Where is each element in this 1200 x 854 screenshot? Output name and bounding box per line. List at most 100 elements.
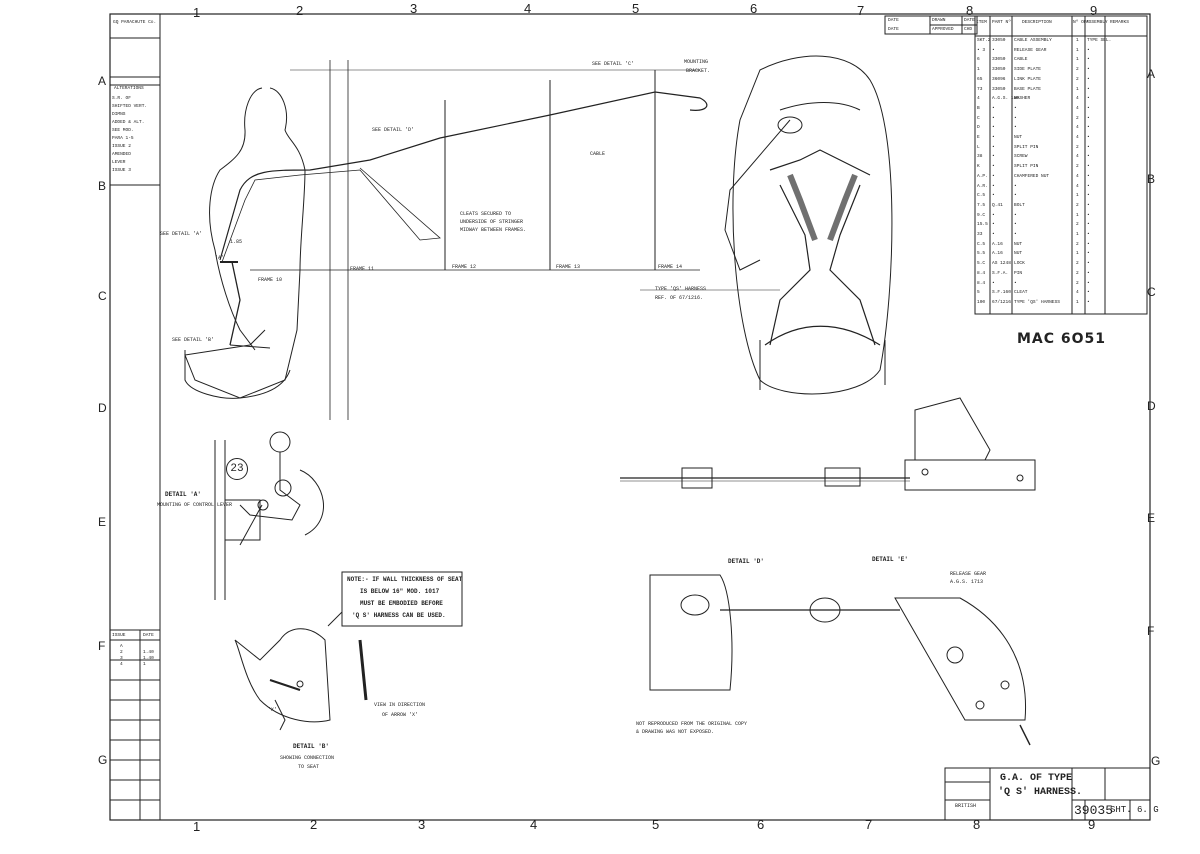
parts-row-partno: • xyxy=(992,193,995,199)
parts-row-qty: 2 xyxy=(1076,280,1079,286)
parts-row-desc: WASHER xyxy=(1014,96,1031,102)
parts-row-assy: • xyxy=(1087,76,1090,82)
grid-row-d-right: D xyxy=(1147,399,1156,413)
parts-row-desc: TYPE 'QS' HARNESS xyxy=(1014,299,1060,305)
parts-row-partno: Q.41 xyxy=(992,202,1003,208)
parts-row-qty: 1 xyxy=(1076,86,1079,92)
parts-header-description: DESCRIPTION xyxy=(1022,20,1052,25)
grid-col-8: 8 xyxy=(966,3,974,18)
frame-12-label: FRAME 12 xyxy=(452,264,477,270)
parts-row-assy: • xyxy=(1087,173,1090,179)
parts-row-desc: CHAMFERED NUT xyxy=(1014,173,1050,179)
parts-row-qty: 1 xyxy=(1076,193,1079,199)
parts-row-assy: • xyxy=(1087,105,1090,111)
parts-row-partno: • xyxy=(992,183,995,189)
parts-row-partno: • xyxy=(992,47,995,53)
parts-row-assy: • xyxy=(1087,232,1090,237)
alteration-line: ADDED & ALT. xyxy=(112,120,145,125)
parts-row-item: 4 xyxy=(977,96,980,102)
detail-d-title: DETAIL 'D' xyxy=(728,558,765,565)
parts-row-qty: 1 xyxy=(1076,251,1079,257)
parts-row-partno: 33050 xyxy=(992,38,1006,43)
cable-label: CABLE xyxy=(590,151,606,157)
parts-row-desc: • xyxy=(1014,115,1017,121)
parts-header-remarks: REMARKS xyxy=(1110,20,1129,25)
parts-row-desc: NUT xyxy=(1014,241,1023,247)
parts-row-assy: • xyxy=(1087,47,1090,53)
cleats-note-1: CLEATS SECURED TO xyxy=(460,211,512,217)
grid-col-7: 7 xyxy=(857,3,865,18)
grid-row-d: D xyxy=(98,401,107,415)
parts-row-qty: 2 xyxy=(1076,222,1079,228)
parts-row-assy: • xyxy=(1087,212,1090,218)
parts-row-partno: • xyxy=(992,222,995,228)
mounting-label-1: MOUNTING xyxy=(684,59,709,65)
detail-b-subtitle-1: SHOWING CONNECTION xyxy=(280,755,335,761)
parts-row-item: 5.C xyxy=(977,261,986,267)
parts-row-assy: • xyxy=(1087,280,1090,286)
parts-row-partno: • xyxy=(992,232,995,237)
parts-row-qty: 2 xyxy=(1076,67,1079,73)
info-date-label: DATE xyxy=(888,18,899,23)
parts-row-item: 1 xyxy=(977,67,980,73)
parts-row-desc: NUT xyxy=(1014,135,1023,140)
frame-10-label: FRAME 10 xyxy=(258,277,283,283)
arrow-x-label: 'X' xyxy=(268,707,278,713)
info-date2-label: DATE xyxy=(964,18,975,23)
grid-col-1: 1 xyxy=(193,5,201,20)
parts-header-partno: PART Nº xyxy=(992,20,1011,25)
parts-row-assy: • xyxy=(1087,222,1090,228)
parts-row-item: C.5 xyxy=(977,241,986,247)
parts-row-assy: • xyxy=(1087,57,1090,63)
parts-row-qty: 1 xyxy=(1076,232,1079,237)
parts-header-item: ITEM xyxy=(976,20,987,25)
parts-row-desc: SPLIT PIN xyxy=(1014,144,1039,150)
sheet-number: SHT. 6. G xyxy=(1110,805,1159,815)
parts-row-assy: • xyxy=(1087,251,1090,257)
parts-header-assembly: ASSEMBLY xyxy=(1086,20,1108,25)
parts-row-desc: • xyxy=(1014,280,1017,286)
parts-row-qty: 2 xyxy=(1076,202,1079,208)
issue-row-date: 1.40 xyxy=(143,656,154,661)
parts-row-desc: LINK PLATE xyxy=(1014,76,1042,82)
cleats-note-3: MIDWAY BETWEEN FRAMES. xyxy=(460,227,527,233)
parts-row-item: 15.5 xyxy=(977,222,988,228)
parts-row-desc: • xyxy=(1014,232,1017,237)
detail-e-title: DETAIL 'E' xyxy=(872,556,909,563)
footnote-1: NOT REPRODUCED FROM THE ORIGINAL COPY xyxy=(636,721,748,727)
grid-row-f: F xyxy=(98,639,106,653)
wall-note-3: MUST BE EMBODIED BEFORE xyxy=(360,600,443,607)
title-line-2: 'Q S' HARNESS. xyxy=(998,787,1083,798)
parts-row-partno: • xyxy=(992,125,995,131)
footnote-2: & DRAWING WAS NOT EXPOSED. xyxy=(636,729,715,735)
dim-1-85-label: 1.85 xyxy=(230,239,243,245)
parts-row-qty: 1 xyxy=(1076,212,1079,218)
parts-row-assy: • xyxy=(1087,144,1090,150)
parts-row-item: K xyxy=(977,164,980,170)
parts-row-partno: • xyxy=(992,154,995,160)
parts-row-partno: 33050 xyxy=(992,86,1006,92)
alteration-line: SHIFTED VERT. xyxy=(112,104,148,109)
wall-note-4: 'Q S' HARNESS CAN BE USED. xyxy=(352,612,446,619)
parts-row-partno: A.16 xyxy=(992,251,1003,257)
grid-row-g: G xyxy=(98,753,108,767)
parts-row-item: 38 xyxy=(977,154,983,160)
parts-row-assy: • xyxy=(1087,164,1090,170)
parts-row-assy: • xyxy=(1087,96,1090,102)
grid-col-3: 3 xyxy=(410,1,418,16)
parts-row-item: 33 xyxy=(977,232,983,237)
issue-header-issue: ISSUE xyxy=(112,633,126,638)
parts-row-assy: • xyxy=(1087,154,1090,160)
grid-col-5: 5 xyxy=(632,1,640,16)
grid-row-b: B xyxy=(98,179,107,193)
parts-row-item: B xyxy=(977,105,980,111)
parts-row-item: 5 xyxy=(977,290,980,296)
parts-row-desc: • xyxy=(1014,212,1017,218)
issue-row-date: 1.40 xyxy=(143,650,154,655)
parts-row-partno: 36096 xyxy=(992,76,1006,82)
parts-row-desc: BOLT xyxy=(1014,202,1025,208)
cleats-note-2: UNDERSIDE OF STRINGER xyxy=(460,219,524,225)
parts-row-qty: 4 xyxy=(1076,125,1079,131)
issue-row-number: A xyxy=(120,644,123,649)
grid-col-9: 9 xyxy=(1090,3,1098,18)
